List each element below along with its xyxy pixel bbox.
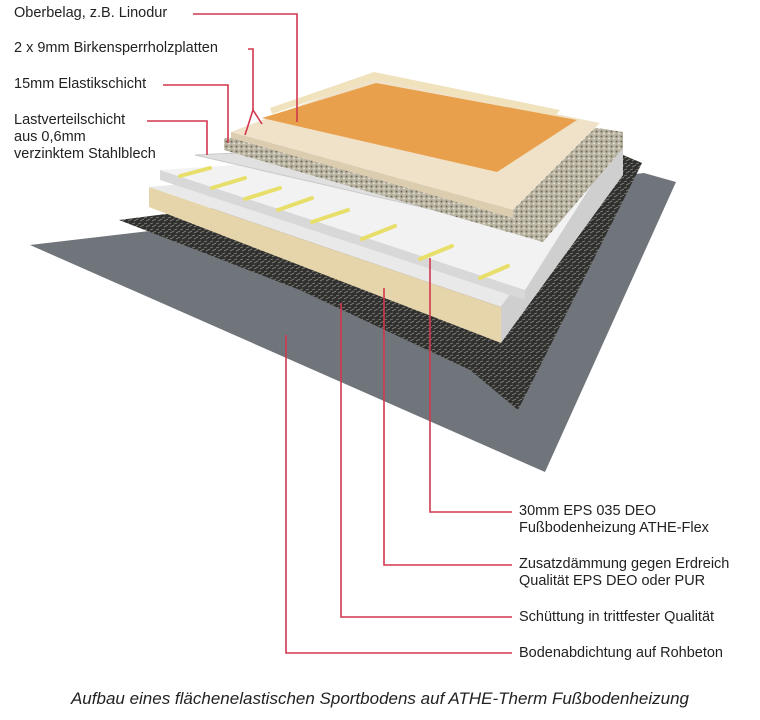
- label-fill: Schüttung in trittfester Qualität: [519, 609, 715, 625]
- heating-layer-front: [160, 170, 525, 300]
- insulation-front: [149, 187, 501, 343]
- label-line: Zusatzdämmung gegen Erdreich: [519, 556, 730, 572]
- label-line: Qualität EPS DEO oder PUR: [519, 573, 706, 589]
- insulation-side: [501, 143, 623, 343]
- label-eps-heating: 30mm EPS 035 DEO Fußbodenheizung ATHE-Fl…: [519, 503, 709, 537]
- elastic-layer-side: [543, 132, 623, 242]
- label-line: 30mm EPS 035 DEO: [519, 503, 656, 519]
- label-line: verzinktem Stahlblech: [14, 146, 156, 162]
- elastic-layer-front: [224, 138, 543, 242]
- label-plywood: 2 x 9mm Birkensperrholzplatten: [14, 40, 218, 56]
- floor-covering-top: [262, 83, 577, 172]
- label-line: Lastverteilschicht: [14, 112, 126, 128]
- heating-pipes: [178, 166, 510, 280]
- floor-edge-strip: [270, 72, 560, 116]
- label-line: aus 0,6mm: [14, 129, 86, 145]
- label-waterproofing: Bodenabdichtung auf Rohbeton: [519, 645, 723, 661]
- label-load-distribution: Lastverteilschicht aus 0,6mm verzinktem …: [14, 112, 156, 163]
- plywood-front: [231, 132, 513, 218]
- label-line: Fußbodenheizung ATHE-Flex: [519, 520, 709, 536]
- label-elastic-layer: 15mm Elastikschicht: [14, 76, 147, 92]
- leader-lines: [147, 13, 512, 654]
- label-additional-insulation: Zusatzdämmung gegen Erdreich Qualität EP…: [519, 556, 729, 590]
- label-floor-covering: Oberbelag, z.B. Linodur: [14, 5, 168, 21]
- figure-caption: Aufbau eines flächenelastischen Sportbod…: [70, 689, 690, 708]
